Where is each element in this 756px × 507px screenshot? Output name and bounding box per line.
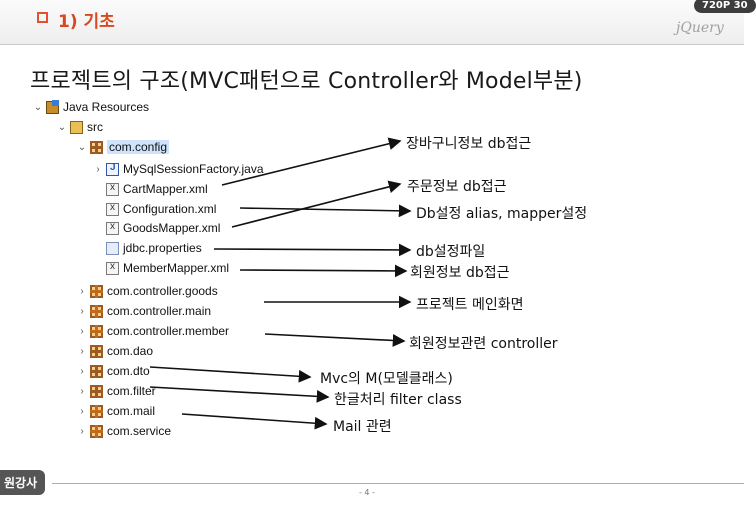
package-icon (90, 324, 103, 338)
footer-divider (52, 483, 744, 484)
xml-file-icon (106, 202, 119, 216)
chevron-right-icon[interactable]: › (80, 365, 84, 377)
tree-package-dto[interactable]: › com.dto (77, 362, 150, 380)
annotation-model: Mvc의 M(모델클래스) (320, 371, 453, 387)
chevron-right-icon[interactable]: › (80, 405, 84, 417)
tree-file-membermapper[interactable]: MemberMapper.xml (106, 259, 229, 277)
tree-package-service[interactable]: › com.service (77, 422, 171, 440)
tree-item-label: com.filter (107, 384, 156, 398)
section-title: 1) 기초 (58, 12, 115, 32)
tree-item-label: com.dto (107, 364, 150, 378)
java-file-icon (106, 162, 119, 176)
source-folder-icon (70, 120, 83, 134)
tree-file-goodsmapper[interactable]: GoodsMapper.xml (106, 219, 220, 237)
page-number: - 4 - (359, 488, 375, 497)
arrow-cartmapper (221, 137, 402, 186)
tree-item-label: src (87, 120, 103, 134)
tree-item-label: com.controller.main (107, 304, 212, 318)
brand-logo: jQuery (676, 20, 724, 36)
package-icon (90, 284, 103, 298)
arrow-goodsmapper (231, 180, 402, 228)
java-resources-icon (46, 99, 59, 114)
xml-file-icon (106, 261, 119, 275)
arrow-mail (181, 413, 328, 430)
xml-file-icon (106, 221, 119, 235)
tree-item-label: com.mail (107, 404, 156, 418)
chevron-right-icon[interactable]: › (80, 325, 84, 337)
package-icon (90, 424, 103, 438)
tree-package-filter[interactable]: › com.filter (77, 382, 156, 400)
tree-item-label: MemberMapper.xml (123, 261, 230, 275)
annotation-member-controller: 회원정보관련 controller (409, 336, 558, 352)
tree-item-label: MySqlSessionFactory.java (123, 162, 264, 176)
tree-item-label: com.service (107, 424, 172, 438)
chevron-right-icon[interactable]: › (80, 305, 84, 317)
annotation-member-db: 회원정보 db접근 (410, 265, 510, 281)
tree-item-label: Configuration.xml (123, 202, 217, 216)
chevron-right-icon[interactable]: › (80, 345, 84, 357)
tree-package-com-config[interactable]: ⌄ com.config (77, 138, 170, 156)
annotation-db-config: Db설정 alias, mapper설정 (416, 206, 588, 222)
tree-file-cartmapper[interactable]: CartMapper.xml (106, 180, 208, 198)
slide-header (0, 0, 744, 45)
tree-item-label: com.dao (107, 344, 154, 358)
arrow-membermapper (239, 264, 408, 278)
tree-package-controller-main[interactable]: › com.controller.main (77, 302, 211, 320)
resolution-badge: 720P 30 (694, 0, 756, 13)
tree-file-jdbc-properties[interactable]: jdbc.properties (106, 239, 202, 257)
chevron-down-icon[interactable]: ⌄ (77, 141, 87, 153)
tree-package-dao[interactable]: › com.dao (77, 342, 153, 360)
annotation-filter: 한글처리 filter class (334, 392, 462, 408)
annotation-mail: Mail 관련 (333, 419, 392, 435)
chevron-down-icon[interactable]: ⌄ (33, 101, 43, 113)
arrow-configuration (239, 204, 412, 218)
arrow-controller-member (264, 333, 406, 347)
tree-item-label: com.controller.member (107, 324, 230, 338)
tree-package-controller-member[interactable]: › com.controller.member (77, 322, 229, 340)
tree-root[interactable]: ⌄ Java Resources (33, 98, 149, 116)
chevron-right-icon[interactable]: › (96, 163, 100, 175)
section-checkbox-icon (37, 12, 48, 23)
arrow-filter (149, 386, 330, 403)
chevron-down-icon[interactable]: ⌄ (57, 121, 67, 133)
annotation-main-screen: 프로젝트 메인화면 (416, 297, 524, 313)
chevron-right-icon[interactable]: › (80, 385, 84, 397)
annotation-db-file: db설정파일 (416, 244, 486, 260)
xml-file-icon (106, 182, 119, 196)
properties-file-icon (106, 241, 119, 255)
package-icon (90, 344, 103, 358)
arrow-jdbc (213, 243, 412, 257)
chevron-right-icon[interactable]: › (80, 425, 84, 437)
package-icon (90, 364, 103, 378)
footer-badge: 원강사 (0, 470, 46, 495)
annotation-order: 주문정보 db접근 (407, 179, 507, 195)
chevron-right-icon[interactable]: › (80, 285, 84, 297)
package-icon (90, 304, 103, 318)
package-icon (90, 140, 103, 154)
tree-src[interactable]: ⌄ src (57, 118, 103, 136)
tree-file-mysqlsessionfactory[interactable]: › MySqlSessionFactory.java (93, 160, 264, 178)
annotation-cart: 장바구니정보 db접근 (406, 136, 532, 152)
page-title: 프로젝트의 구조(MVC패턴으로 Controller와 Model부분) (30, 69, 583, 94)
tree-item-label: com.controller.goods (107, 284, 218, 298)
tree-item-label: CartMapper.xml (123, 182, 208, 196)
tree-item-label: GoodsMapper.xml (123, 221, 221, 235)
tree-item-label: com.config (107, 140, 170, 154)
package-icon (90, 404, 103, 418)
tree-package-controller-goods[interactable]: › com.controller.goods (77, 282, 218, 300)
tree-package-mail[interactable]: › com.mail (77, 402, 155, 420)
tree-item-label: Java Resources (63, 100, 150, 114)
tree-file-configuration[interactable]: Configuration.xml (106, 200, 216, 218)
tree-item-label: jdbc.properties (123, 241, 202, 255)
package-icon (90, 384, 103, 398)
arrow-dto (149, 366, 312, 383)
